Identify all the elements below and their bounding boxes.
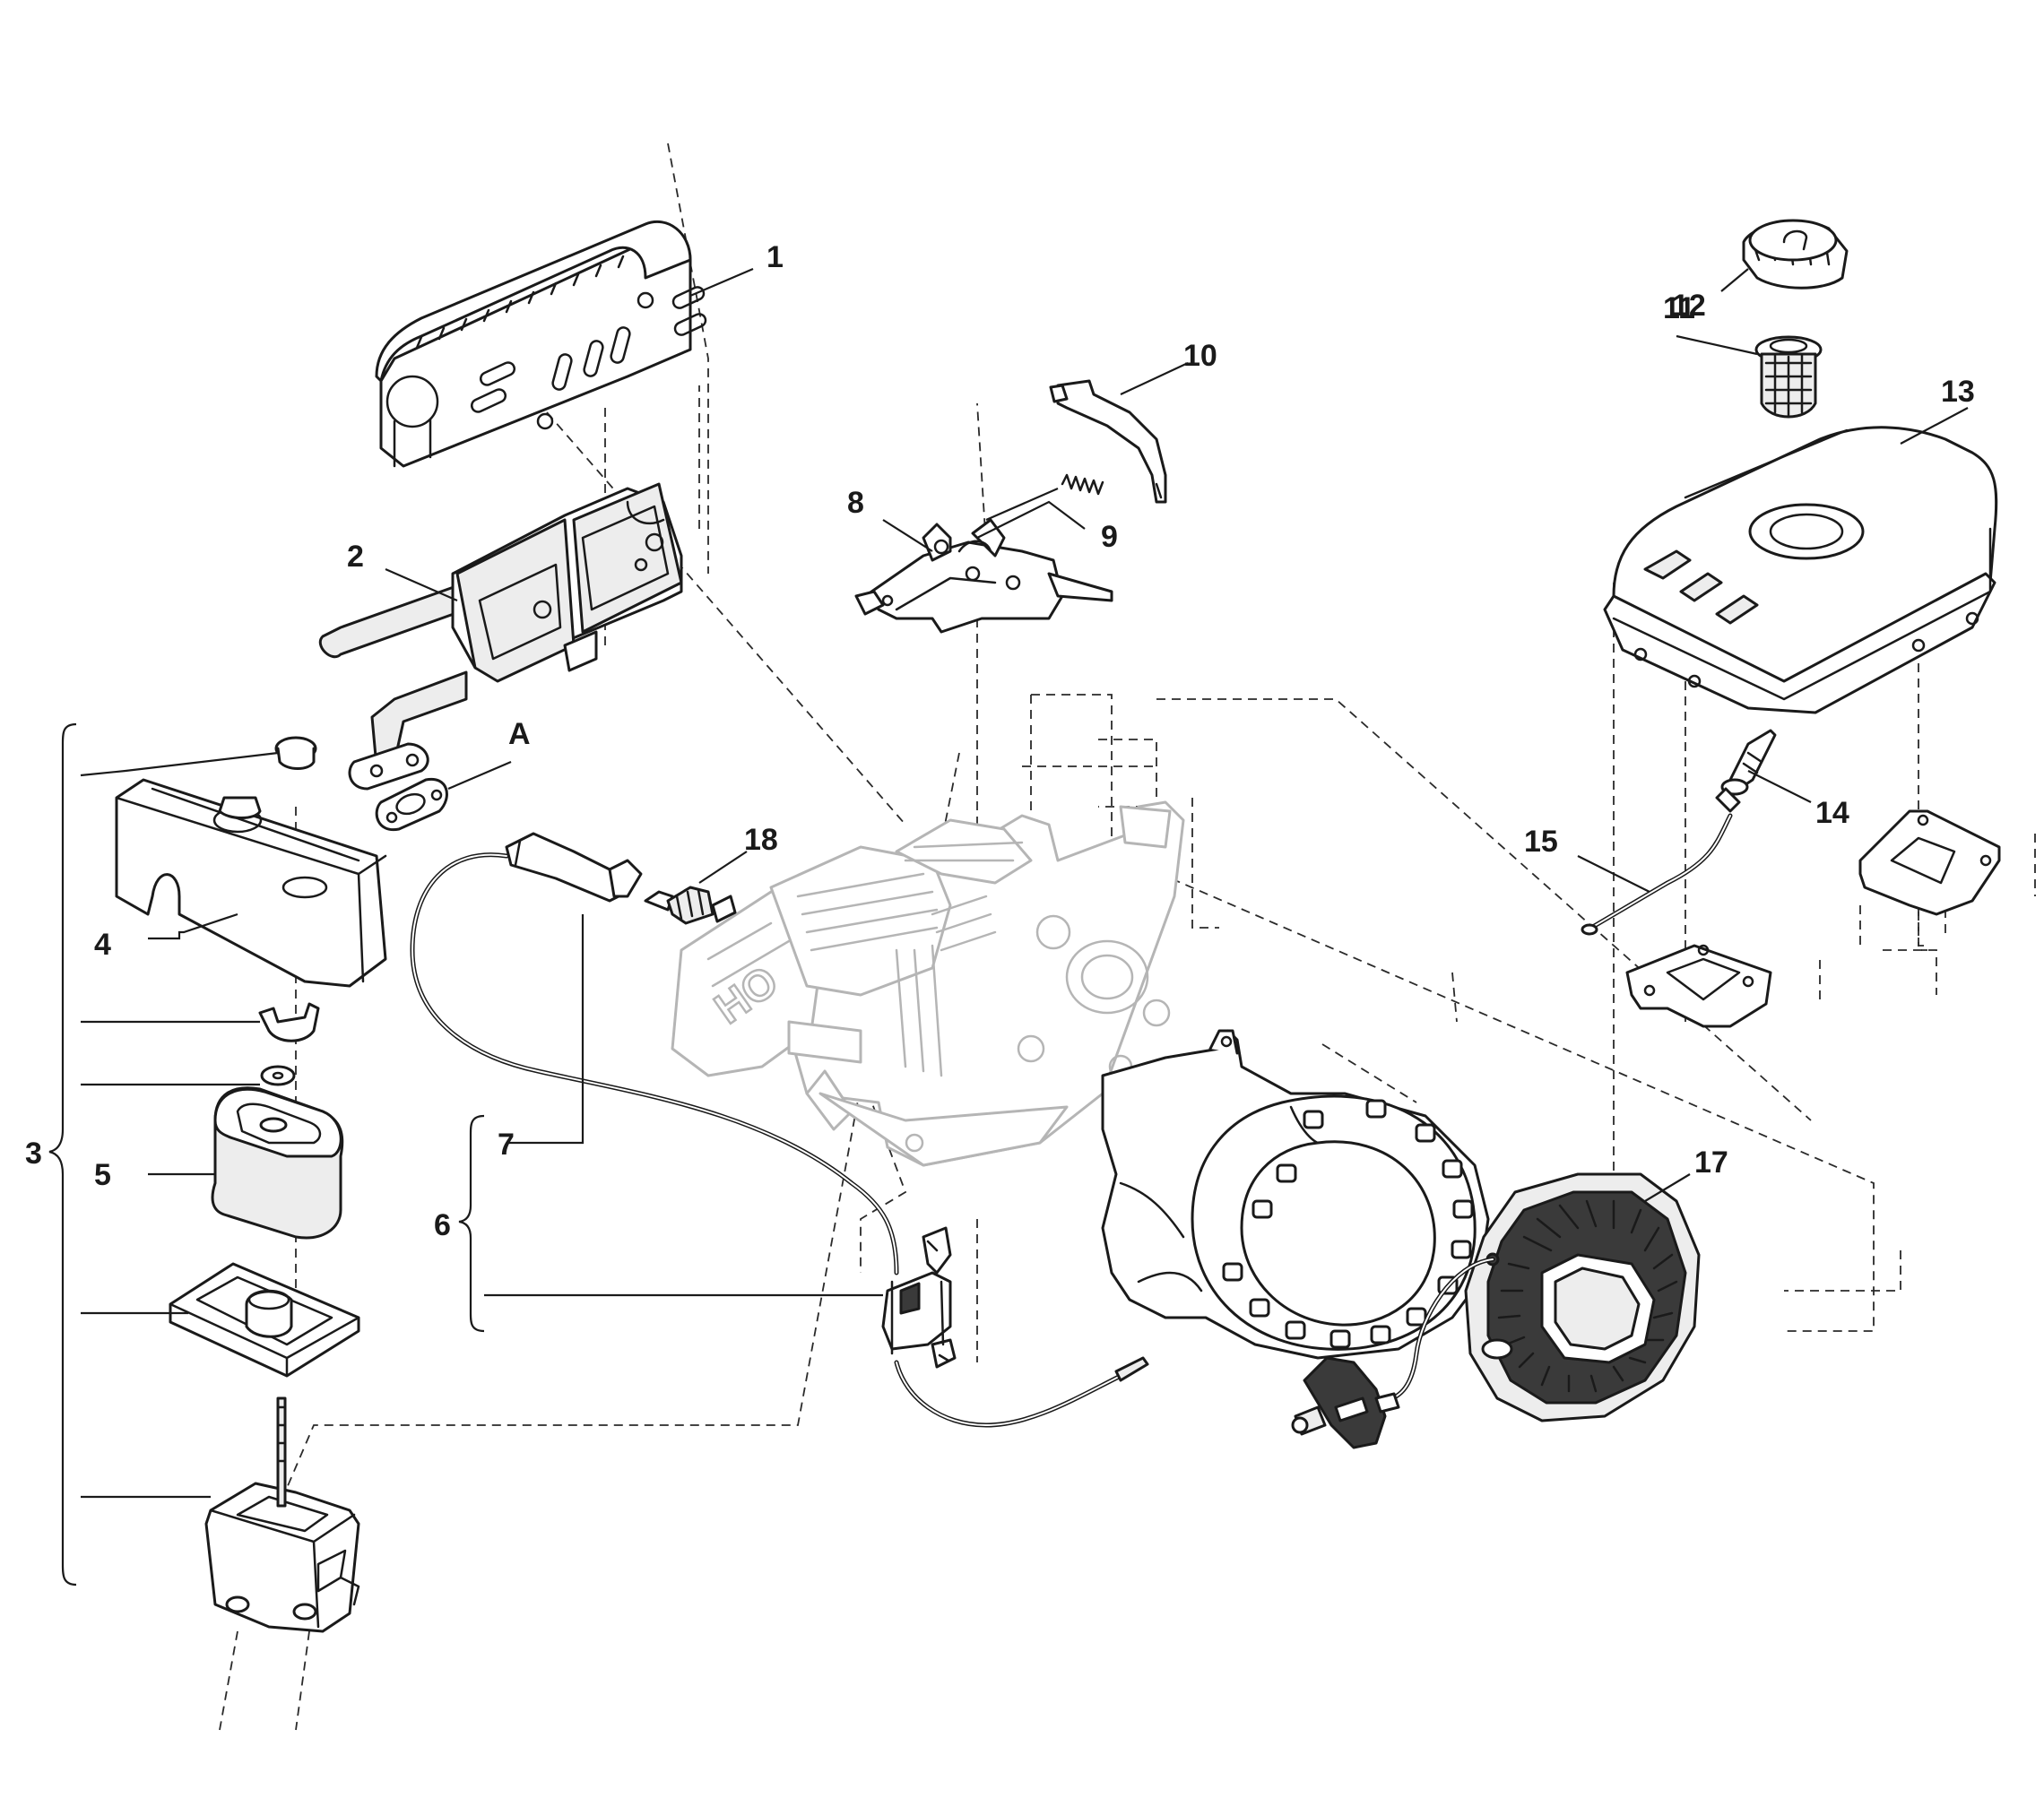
air-filter-housing — [204, 1396, 360, 1633]
callout-10: 10 — [1183, 339, 1217, 373]
spark-plug-boot — [505, 832, 643, 903]
muffler — [319, 482, 683, 791]
callout-5: 5 — [94, 1158, 111, 1192]
starter-handle — [1291, 1356, 1400, 1449]
fuel-strainer — [1754, 335, 1823, 419]
air-filter-base-plate — [169, 1262, 360, 1378]
callout-15: 15 — [1524, 825, 1558, 859]
group-braces — [48, 722, 485, 1587]
air-filter-element — [211, 1086, 344, 1240]
callout-2: 2 — [347, 540, 364, 574]
ignition-coil — [881, 1226, 957, 1369]
callout-1: 1 — [766, 240, 784, 274]
engine-block: HO — [671, 800, 1185, 1167]
callout-17: 17 — [1694, 1146, 1728, 1180]
callout-11: 11 — [1663, 291, 1695, 325]
leader-lines — [80, 267, 1969, 1499]
washer — [260, 1065, 296, 1086]
recoil-starter — [1378, 1172, 1701, 1422]
muffler-heat-shield — [375, 220, 707, 468]
callout-a: A — [508, 717, 531, 751]
tank-bracket-rear — [1858, 809, 2001, 916]
callout-3: 3 — [25, 1137, 42, 1171]
blower-housing — [1101, 1029, 1490, 1360]
callout-7: 7 — [498, 1128, 515, 1162]
callout-13: 13 — [1941, 375, 1975, 409]
callout-4: 4 — [94, 928, 111, 962]
callout-12: 12 — [1672, 289, 1706, 323]
callout-9: 9 — [1101, 520, 1118, 554]
air-cleaner-knob — [274, 736, 317, 770]
callout-14: 14 — [1815, 796, 1849, 830]
tank-bracket-front — [1625, 944, 1772, 1028]
fuel-tank — [1603, 426, 1998, 714]
spark-plug — [644, 886, 737, 925]
callout-labels: 1 2 3 4 5 6 7 8 9 10 11 12 13 14 15 17 1… — [25, 240, 1975, 1242]
callout-18: 18 — [744, 823, 778, 857]
throttle-control-assembly — [854, 518, 1113, 634]
exhaust-gasket — [375, 777, 448, 832]
callout-6: 6 — [434, 1208, 451, 1242]
fuel-valve — [1715, 729, 1777, 813]
fuel-line — [1581, 813, 1733, 936]
ignition-cable — [410, 852, 899, 1275]
kill-switch-wire — [894, 1356, 1149, 1428]
throttle-spring — [985, 473, 1104, 522]
wing-nut — [258, 1002, 320, 1042]
fuel-cap — [1742, 219, 1849, 290]
throttle-lever — [1049, 379, 1167, 504]
callout-8: 8 — [847, 486, 864, 520]
air-filter-cover — [115, 778, 387, 988]
